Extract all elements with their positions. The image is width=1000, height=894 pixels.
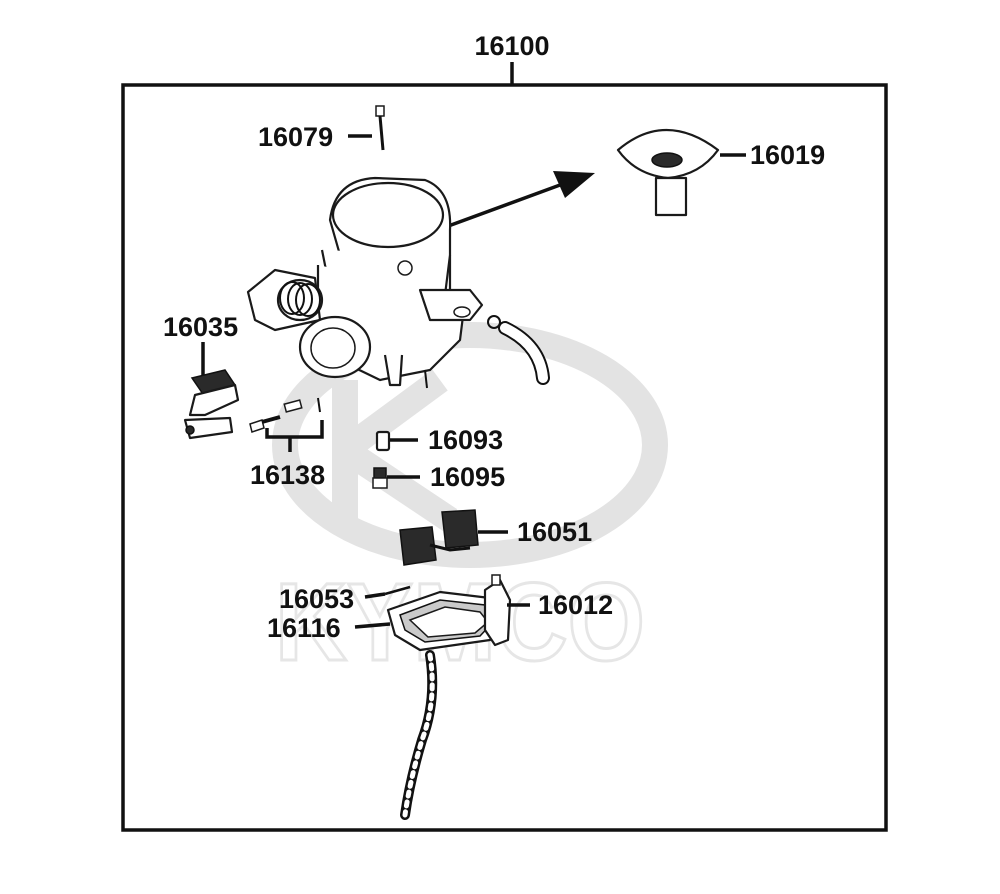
assembly-label: 16100 [474,31,549,61]
label-16051: 16051 [517,517,592,547]
label-16079: 16079 [258,122,333,152]
part-16035-bracket[interactable] [183,342,240,440]
label-16035: 16035 [163,312,238,342]
part-16095-jet[interactable] [372,467,420,489]
label-16012: 16012 [538,590,613,620]
drain-hose[interactable] [400,650,438,820]
label-16138: 16138 [250,460,325,490]
label-16116: 16116 [267,613,341,643]
part-16079-screw[interactable] [348,105,385,151]
intake-ribs [279,281,321,317]
part-16019-diaphragm[interactable] [616,129,746,217]
part-16138-jet-set[interactable] [249,397,324,452]
label-16053: 16053 [279,584,354,614]
label-16019: 16019 [750,140,825,170]
arrow-to-diaphragm [431,171,595,234]
part-16051-float[interactable] [399,509,508,566]
fuel-hose[interactable] [487,315,550,385]
label-16093: 16093 [428,425,503,455]
part-16053-pin[interactable] [364,585,411,599]
part-16012-valve[interactable] [483,574,530,647]
part-16093-jet[interactable] [375,430,418,452]
carburetor-body[interactable] [246,176,484,389]
label-16095: 16095 [430,462,505,492]
assembly-frame [121,62,888,832]
part-16116-float-chamber[interactable] [354,590,507,652]
